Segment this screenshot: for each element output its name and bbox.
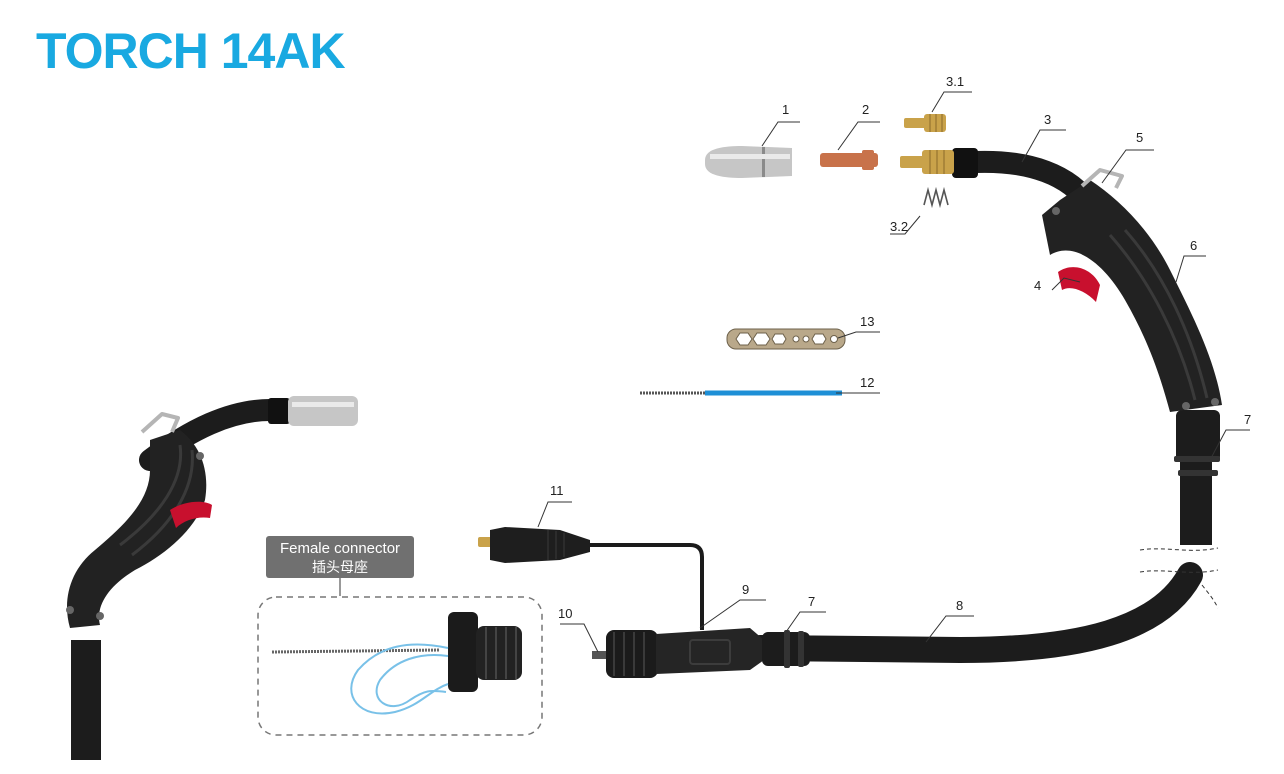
label-4: 4 xyxy=(1034,278,1041,293)
cable-break-line xyxy=(1139,569,1219,573)
handle-grip-line xyxy=(1108,234,1197,401)
right-trigger xyxy=(1058,267,1100,302)
handle-screw xyxy=(1211,398,1219,406)
label-7-upper: 7 xyxy=(1244,412,1251,427)
label-8: 8 xyxy=(956,598,963,613)
female-connector-label-cn: 插头母座 xyxy=(312,560,368,576)
female-connector-box xyxy=(257,596,543,736)
handle-grip-line xyxy=(1123,229,1209,399)
label-12: 12 xyxy=(860,375,874,390)
main-cable xyxy=(747,562,1203,664)
female-connector xyxy=(271,612,522,715)
cable-break-line xyxy=(1201,584,1219,609)
strain-relief-lower xyxy=(762,630,810,668)
euro-connector xyxy=(606,628,764,678)
label-9: 9 xyxy=(742,582,749,597)
label-10: 10 xyxy=(558,606,572,621)
label-3-1: 3.1 xyxy=(946,74,964,89)
label-3: 3 xyxy=(1044,112,1051,127)
handle-screw xyxy=(1052,207,1060,215)
hanger-hook xyxy=(1080,168,1124,189)
cable-break-line xyxy=(1139,547,1219,551)
tip-adapter xyxy=(904,114,946,132)
nozzle xyxy=(705,146,792,178)
label-5: 5 xyxy=(1136,130,1143,145)
cable-break-mark xyxy=(1139,545,1220,558)
gas-diffuser xyxy=(900,150,954,174)
female-connector-label-en: Female connector xyxy=(280,540,400,557)
label-6: 6 xyxy=(1190,238,1197,253)
callouts xyxy=(537,91,1250,653)
neck-nut xyxy=(952,148,978,178)
strain-relief-upper xyxy=(1174,410,1220,476)
spring xyxy=(923,186,949,209)
right-handle xyxy=(1042,180,1222,412)
handle-screw xyxy=(1182,402,1190,410)
control-cable xyxy=(588,543,704,630)
contact-tip xyxy=(820,150,878,170)
label-2: 2 xyxy=(862,102,869,117)
label-13: 13 xyxy=(860,314,874,329)
wrench xyxy=(726,328,846,350)
label-1: 1 xyxy=(782,102,789,117)
euro-pin xyxy=(592,651,608,659)
female-connector-tag: Female connector 插头母座 xyxy=(266,536,414,596)
page-title: TORCH 14AK xyxy=(36,23,346,79)
label-3-2: 3.2 xyxy=(890,219,908,234)
label-7-lower: 7 xyxy=(808,594,815,609)
label-11: 11 xyxy=(550,483,564,498)
control-plug xyxy=(478,527,590,563)
assembled-gun xyxy=(66,396,358,760)
